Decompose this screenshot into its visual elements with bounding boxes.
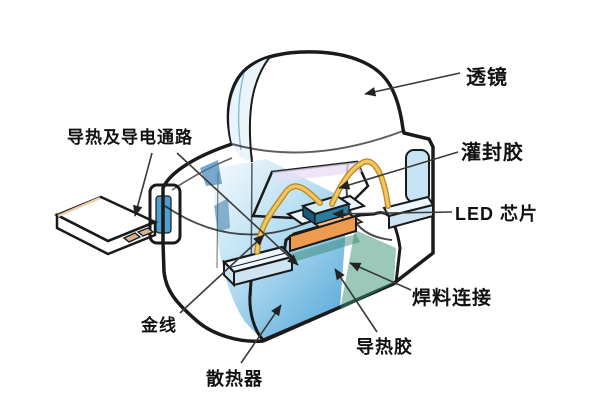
left-ledge-side — [233, 255, 293, 287]
leader-solder-joint — [349, 262, 412, 291]
heat-sink-shade-right — [340, 230, 396, 310]
leader-conductive-path-a — [133, 152, 153, 217]
led-chip-top — [300, 194, 352, 216]
label-solder-joint: 焊料连接 — [412, 286, 492, 309]
lens-base-arc — [231, 130, 404, 154]
rim-shadow-wedge-2 — [214, 198, 230, 232]
heat-sink-shade-top — [290, 234, 360, 262]
label-encapsulant: 灌封胶 — [461, 140, 524, 164]
leader-encapsulant — [338, 151, 459, 190]
leader-gold-wire — [179, 234, 265, 314]
labels: 透镜 灌封胶 LED 芯片 焊料连接 导热胶 散热器 金线 导热及导电通路 — [67, 65, 538, 389]
lens-seam — [248, 57, 270, 163]
package-body — [161, 50, 435, 344]
label-thermal-adhesive: 导热胶 — [356, 336, 413, 357]
label-lens: 透镜 — [466, 65, 508, 89]
label-gold-wire: 金线 — [140, 315, 177, 335]
solder-front-band — [289, 214, 357, 253]
label-thermal-electrical-path: 导热及导电通路 — [67, 127, 193, 147]
copper-lead-notch-2 — [136, 227, 155, 237]
label-led-chip: LED 芯片 — [455, 203, 538, 224]
left-bond-ledge — [221, 245, 295, 288]
encapsulant-highlight — [272, 162, 362, 182]
left-ledge-line — [227, 252, 287, 269]
leader-lens — [364, 72, 461, 97]
right-block-pocket — [405, 149, 430, 203]
lens-seam-2 — [237, 72, 245, 151]
leader-lines — [133, 72, 461, 364]
leader-conductive-path-b — [176, 152, 299, 266]
led-chip — [300, 194, 352, 226]
leader-heat-sink — [240, 304, 282, 364]
right-ledge-front — [388, 203, 434, 230]
leader-led-chip — [332, 209, 453, 219]
copper-lead-highlight — [57, 196, 101, 218]
label-heat-sink: 散热器 — [206, 368, 263, 389]
copper-lead-notch-1 — [122, 232, 142, 243]
leader-thermal-adhesive — [334, 268, 378, 333]
copper-lead-tab — [54, 195, 159, 256]
